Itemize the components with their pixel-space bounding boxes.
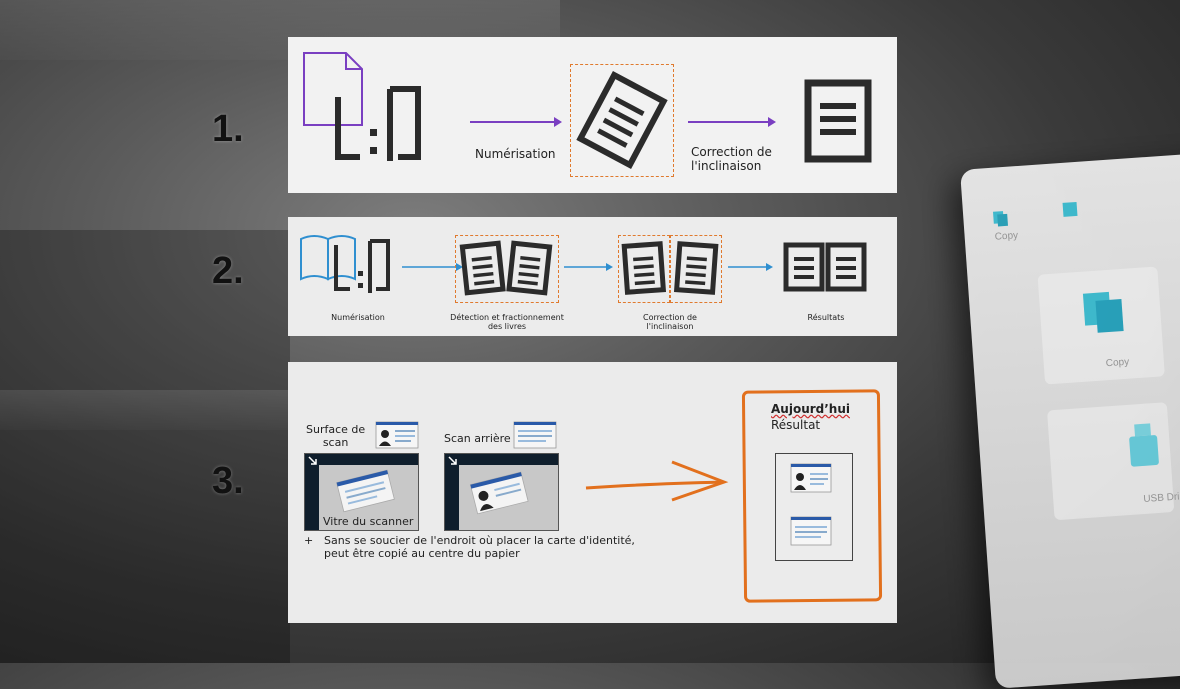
id-card-skewed-icon — [336, 469, 395, 513]
skewed-page-highlight — [570, 64, 674, 177]
panel2-correction-label: Correction de l'inclinaison — [643, 313, 697, 331]
tablet-copy-small-label: Copy — [994, 230, 1019, 243]
scanner-edge-top — [305, 454, 418, 465]
step-number-3: 3. — [212, 460, 244, 502]
corner-arrow-back-icon — [448, 456, 457, 465]
id-card-skewed-back-icon — [469, 471, 529, 515]
back-scan-label: Scan arrière — [444, 432, 511, 445]
book-pages-highlight — [455, 235, 559, 303]
scan-small-icon — [1062, 201, 1078, 217]
arrow-3 — [402, 263, 463, 271]
result-label: Résultat — [771, 418, 821, 432]
tablet-copy-tile-label: Copy — [1105, 356, 1130, 370]
panel-id-copy: Surface de scan Scan arrière Vitre du sc… — [288, 362, 897, 623]
scanner-edge-left — [305, 454, 319, 530]
corrected-page-icon — [804, 79, 872, 163]
big-orange-arrow — [585, 460, 729, 502]
book-pages-icon — [459, 240, 553, 296]
step-number-2: 2. — [212, 250, 244, 292]
left-page-highlight — [618, 235, 670, 303]
arrow-1 — [470, 117, 562, 127]
background-shadow — [0, 230, 290, 663]
panel2-detect-label: Détection et fractionnement des livres — [450, 313, 564, 331]
scanned-page-outline-icon — [303, 52, 363, 126]
arrow-5 — [728, 263, 773, 271]
usb-drive-icon — [1129, 423, 1159, 467]
open-book-icon — [300, 235, 356, 281]
today-label: Aujourd’hui — [771, 402, 850, 416]
scanner-glass-back — [444, 453, 559, 531]
corner-arrow-icon — [308, 456, 317, 465]
scanner-glass-front: Vitre du scanner — [304, 453, 419, 531]
corrected-pages-icon — [621, 241, 719, 295]
right-page-highlight — [670, 235, 722, 303]
background-band-mid — [0, 390, 290, 430]
surface-scan-label: Surface de scan — [306, 423, 366, 449]
arrow-4 — [564, 263, 613, 271]
scanner-small-icon — [334, 239, 390, 293]
copy-large-icon — [1082, 291, 1124, 333]
step-number-1: 1. — [212, 108, 244, 150]
scanner-icon — [335, 86, 421, 161]
panel-book-split: Numérisation Détection et fractionnement… — [288, 217, 897, 336]
result-pages-icon — [783, 242, 867, 292]
result-id-front-icon — [790, 463, 832, 493]
panel2-scan-label: Numérisation — [331, 313, 385, 322]
device-tablet: Copy Copy USB Dri — [960, 151, 1180, 689]
result-id-back-icon — [790, 516, 832, 546]
note-plus: + — [304, 534, 314, 547]
panel1-correction-label: Correction de l'inclinaison — [691, 145, 772, 173]
copy-small-icon — [992, 211, 1009, 227]
id-card-front-icon — [375, 421, 419, 449]
panel2-result-label: Résultats — [807, 313, 845, 322]
scanner-edge-left-back — [445, 454, 459, 530]
tablet-usb-tile-label: USB Dri — [1143, 491, 1180, 505]
note-text: Sans se soucier de l'endroit où placer l… — [324, 534, 635, 560]
scanner-glass-label: Vitre du scanner — [323, 515, 414, 528]
arrow-2 — [688, 117, 776, 127]
id-card-back-icon — [513, 421, 557, 449]
skewed-page-icon — [576, 71, 668, 169]
panel1-scan-label: Numérisation — [475, 147, 556, 161]
scanner-edge-top-back — [445, 454, 558, 465]
panel-skew-correction: Numérisation Correction de l'inclinaison — [288, 37, 897, 193]
